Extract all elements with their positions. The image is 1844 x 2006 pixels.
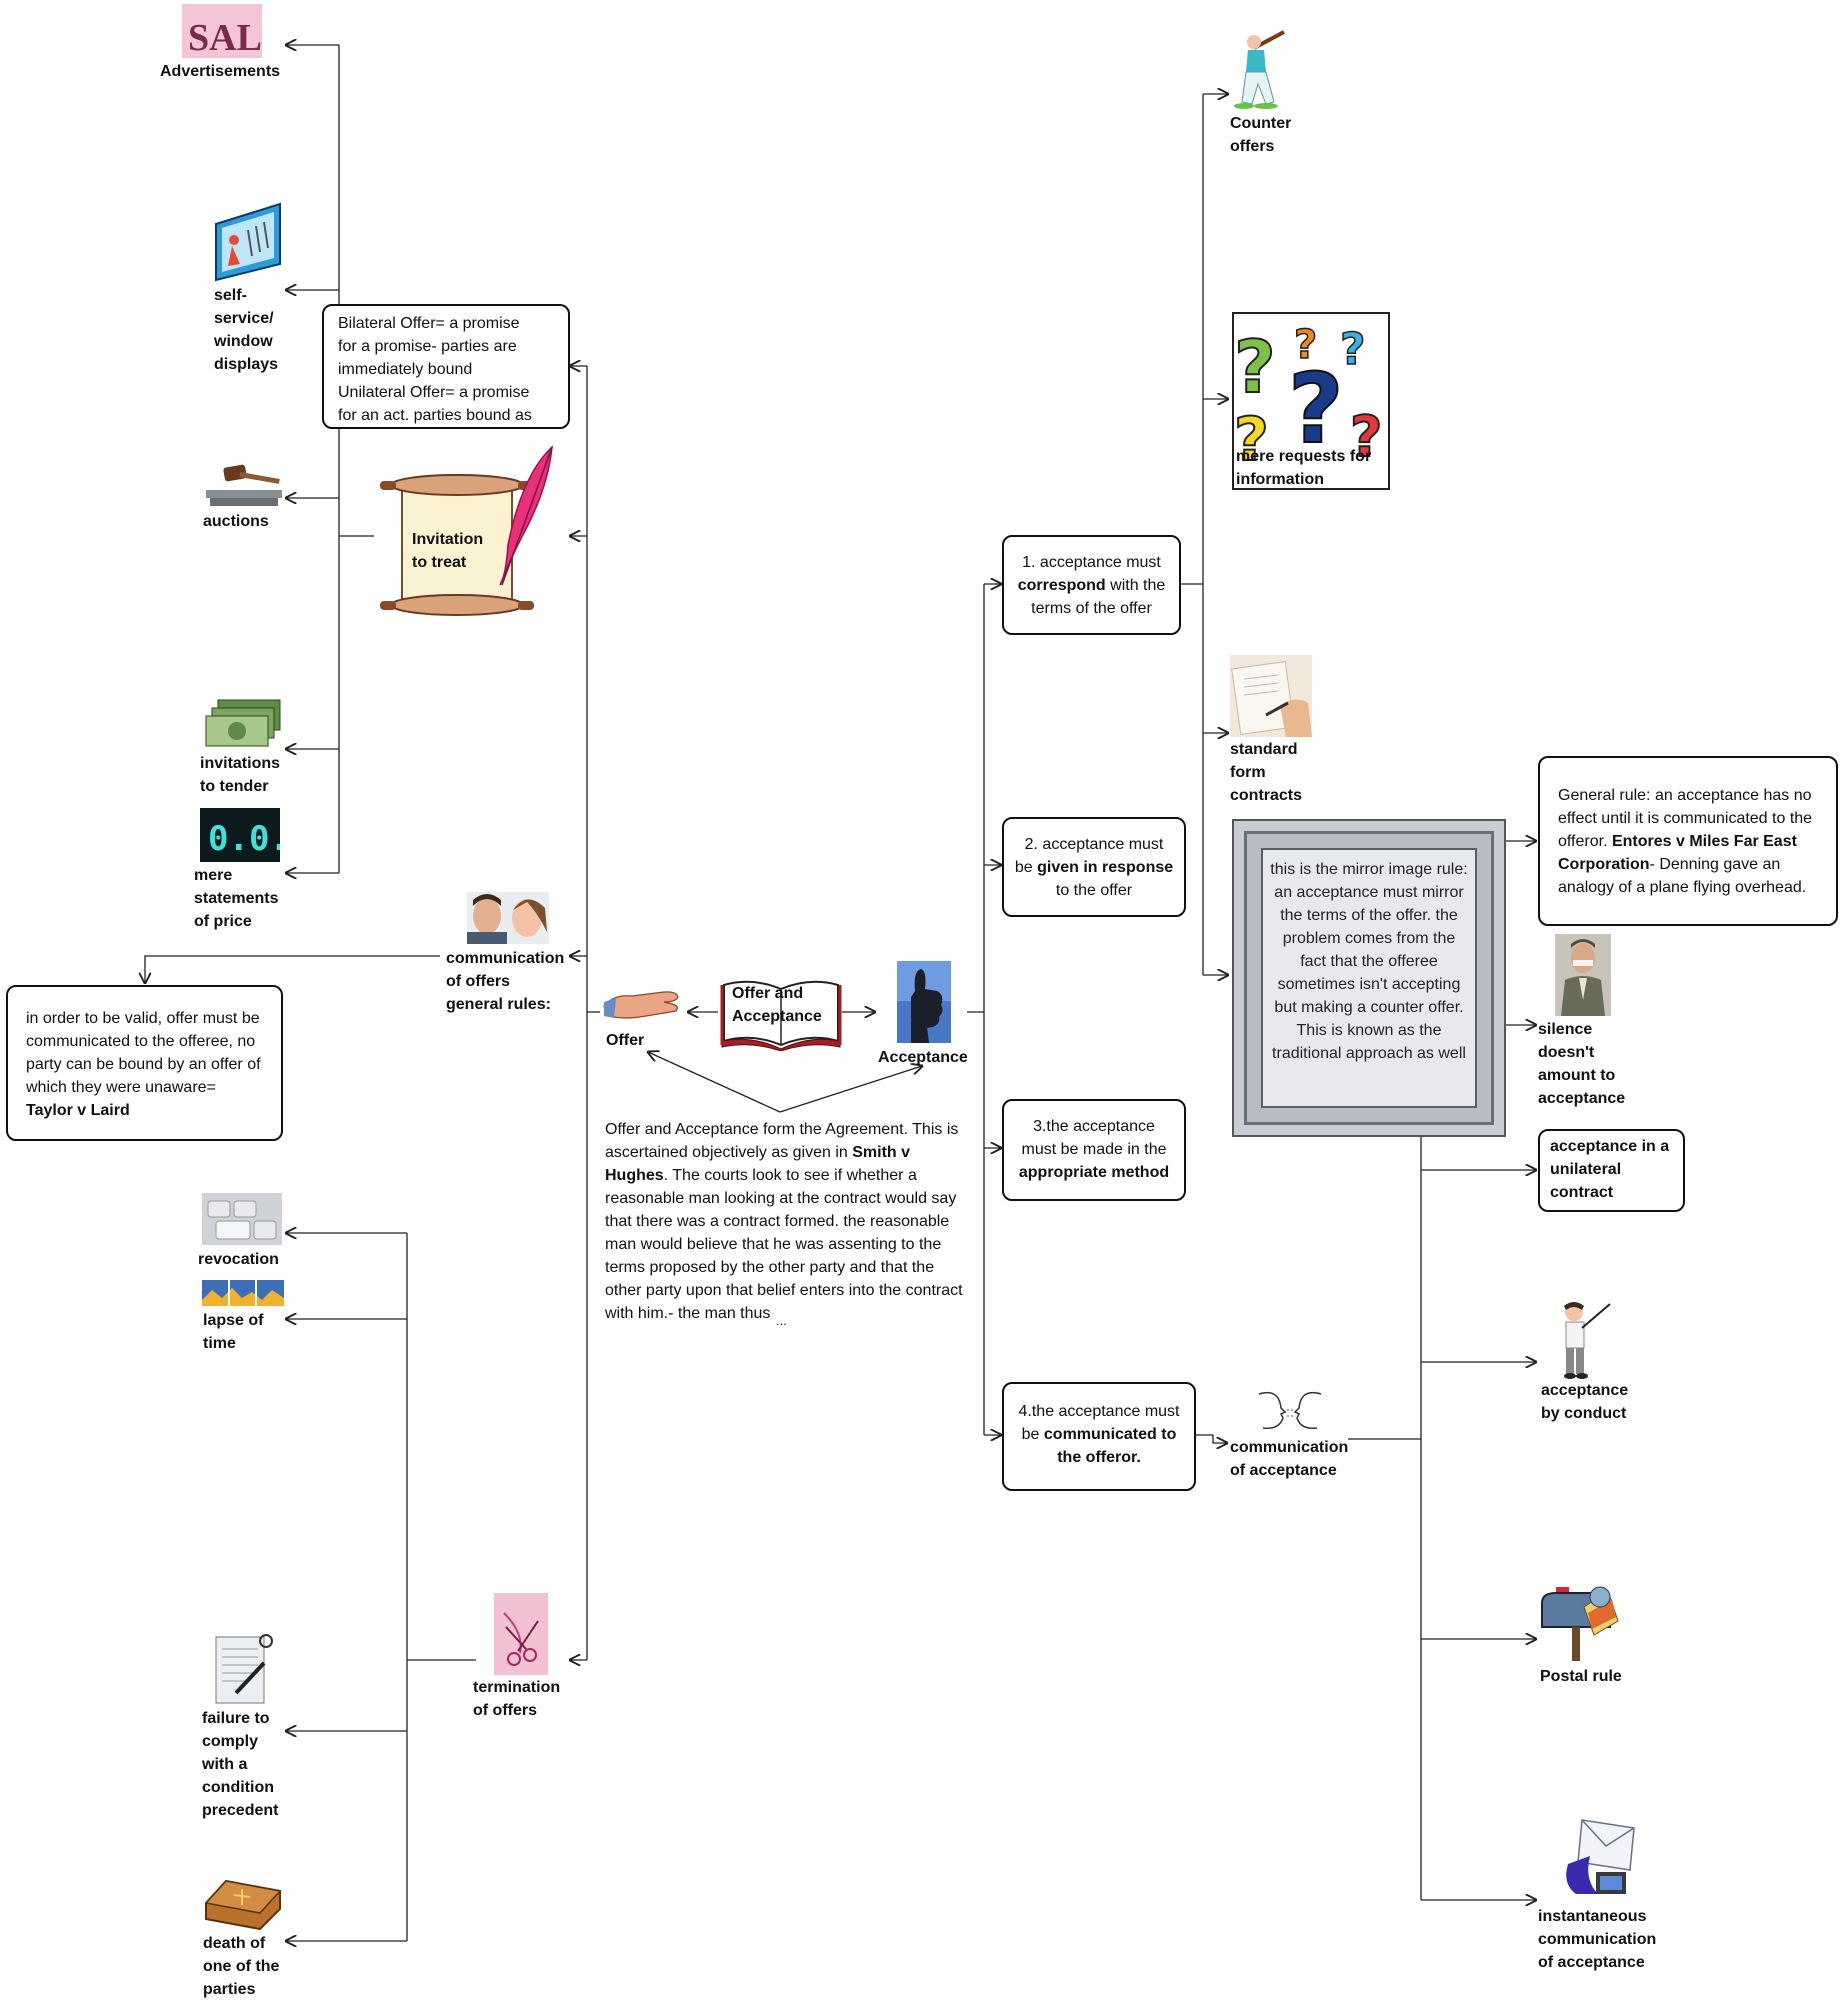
email-letter-icon bbox=[1560, 1818, 1638, 1900]
svg-text:?: ? bbox=[1234, 405, 1269, 475]
paper-signing-icon bbox=[1230, 655, 1312, 737]
svg-text:?: ? bbox=[1340, 324, 1366, 375]
rule2-response-box: 2. acceptance must be given in response … bbox=[1002, 817, 1186, 917]
svg-text:?: ? bbox=[1294, 322, 1317, 368]
landscape-timeline-icon bbox=[202, 1280, 284, 1306]
sale-sign-icon: SALE bbox=[182, 4, 287, 59]
rule3-method-box: 3.the acceptance must be made in the app… bbox=[1002, 1099, 1186, 1201]
death-of-party-label: death of one of the parties bbox=[203, 1935, 280, 1998]
mailbox-icon bbox=[1538, 1583, 1620, 1663]
termination-of-offers-label: termination of offers bbox=[473, 1679, 561, 1719]
center-ellipsis: ... bbox=[776, 1313, 787, 1328]
rule1-correspond-box: 1. acceptance must correspond with the t… bbox=[1002, 535, 1181, 635]
thumbs-up-icon bbox=[897, 961, 951, 1043]
edge-desc-acceptance bbox=[779, 1066, 922, 1113]
keyboard-icon bbox=[202, 1193, 282, 1245]
offer-label: Offer bbox=[606, 1032, 645, 1049]
communication-of-acceptance-label: communication of acceptance bbox=[1230, 1439, 1349, 1479]
talking-faces-icon bbox=[1249, 1388, 1331, 1434]
standard-form-label: standard form contracts bbox=[1230, 741, 1303, 804]
svg-text:?: ? bbox=[1350, 405, 1382, 470]
acceptance-by-conduct-label: acceptance by conduct bbox=[1541, 1382, 1629, 1422]
lapse-of-time-label: lapse of time bbox=[203, 1312, 264, 1352]
communication-of-offers-label: communication of offers general rules: bbox=[446, 950, 565, 1013]
mirror-image-rule-frame: this is the mirror image rule: an accept… bbox=[1232, 819, 1506, 1137]
pointing-man-icon bbox=[1552, 1300, 1614, 1380]
auctions-label: auctions bbox=[203, 513, 269, 530]
communication-rule-box: in order to be valid, offer must be comm… bbox=[6, 985, 283, 1141]
unilateral-contract-box: acceptance in a unilateral contract bbox=[1538, 1129, 1685, 1212]
scissors-icon bbox=[494, 1593, 548, 1675]
auction-gavel-icon bbox=[204, 458, 284, 508]
self-service-label: self- service/ window displays bbox=[214, 287, 279, 373]
revocation-label: revocation bbox=[198, 1251, 279, 1268]
baseball-player-icon bbox=[1230, 28, 1292, 110]
general-rule-box: General rule: an acceptance has no effec… bbox=[1538, 756, 1838, 926]
rule4-communicated-box: 4.the acceptance must be communicated to… bbox=[1002, 1382, 1196, 1491]
instantaneous-communication-label: instantaneous communication of acceptanc… bbox=[1538, 1908, 1657, 1971]
failure-condition-label: failure to comply with a condition prece… bbox=[202, 1710, 279, 1819]
bilateral-unilateral-box: Bilateral Offer= a promise for a promise… bbox=[322, 304, 570, 429]
window-display-icon bbox=[212, 200, 284, 282]
document-pen-icon bbox=[210, 1633, 276, 1707]
scroll-quill-icon bbox=[372, 445, 562, 640]
question-marks-icon: ? ? ? ? ? ? bbox=[1232, 312, 1390, 490]
edge-desc-offer bbox=[648, 1052, 781, 1113]
mere-statements-label: mere statements of price bbox=[194, 867, 279, 930]
mere-requests-label: mere requests for information bbox=[1236, 448, 1372, 488]
coffin-icon bbox=[202, 1875, 284, 1931]
acceptance-label: Acceptance bbox=[878, 1049, 968, 1066]
postal-rule-label: Postal rule bbox=[1540, 1668, 1622, 1685]
svg-text:?: ? bbox=[1288, 353, 1344, 465]
mirror-image-rule-text: this is the mirror image rule: an accept… bbox=[1261, 848, 1477, 1108]
invitation-to-treat-label: Invitation to treat bbox=[412, 531, 484, 571]
open-book-icon bbox=[720, 975, 842, 1052]
offering-hand-icon bbox=[602, 978, 684, 1024]
silence-label: silence doesn't amount to acceptance bbox=[1538, 1021, 1626, 1107]
advertisements-label: Advertisements bbox=[160, 63, 281, 80]
svg-text:?: ? bbox=[1234, 325, 1276, 409]
center-description: Offer and Acceptance form the Agreement.… bbox=[605, 1121, 963, 1322]
whispering-people-icon bbox=[467, 892, 549, 944]
svg-text:SALE: SALE bbox=[188, 17, 262, 58]
digital-price-display-icon: 0.0.0 bbox=[200, 808, 310, 862]
counter-offers-label: Counter offers bbox=[1230, 115, 1292, 155]
invitations-to-tender-label: invitations to tender bbox=[200, 755, 281, 795]
svg-text:0.0.0: 0.0.0 bbox=[208, 819, 280, 859]
silent-man-icon bbox=[1555, 934, 1611, 1016]
offer-acceptance-title: Offer and Acceptance bbox=[732, 985, 822, 1025]
money-stack-icon bbox=[202, 698, 284, 750]
